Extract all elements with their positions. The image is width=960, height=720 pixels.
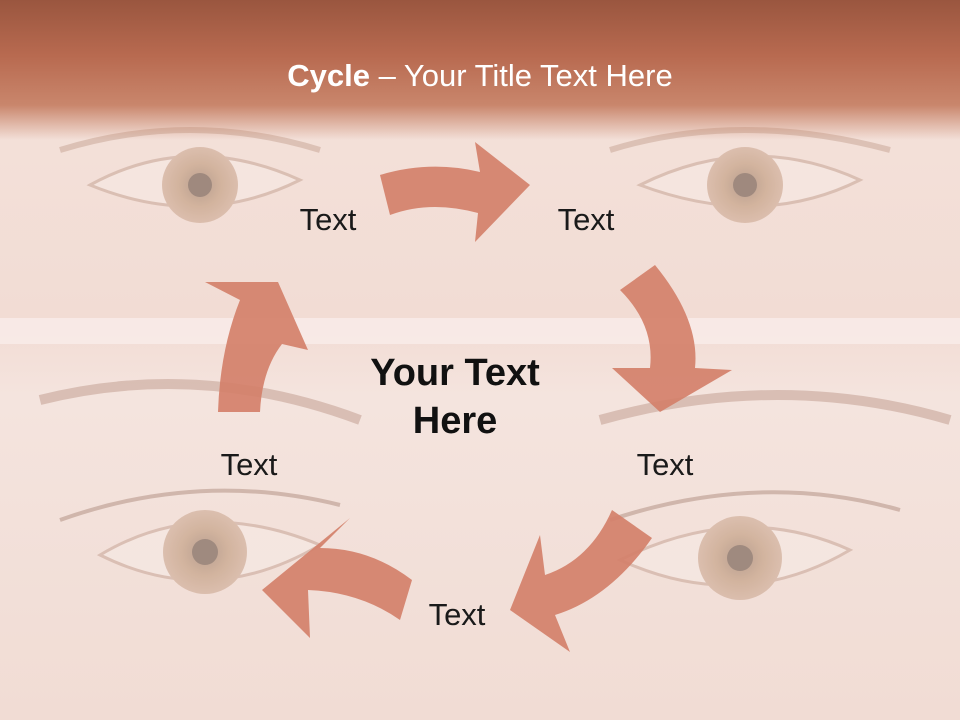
cycle-node-bottom: Text xyxy=(428,597,486,632)
cycle-arrow-4 xyxy=(262,518,412,638)
cycle-node-top-right: Text xyxy=(557,202,615,237)
cycle-arrow-3 xyxy=(510,510,652,652)
cycle-node-left: Text xyxy=(220,447,278,482)
title-bold: Cycle xyxy=(287,58,370,93)
center-text-line1: Your Text xyxy=(370,352,540,394)
cycle-arrow-2 xyxy=(612,265,732,412)
center-text: Your Text Here xyxy=(325,349,585,445)
center-text-line2: Here xyxy=(412,400,498,442)
title-rest: – Your Title Text Here xyxy=(370,58,673,93)
cycle-arrow-1 xyxy=(380,142,530,242)
cycle-node-right: Text xyxy=(636,447,694,482)
slide-title: Cycle – Your Title Text Here xyxy=(0,52,960,100)
cycle-node-top-left: Text xyxy=(299,202,357,237)
title-band xyxy=(0,0,960,140)
cycle-arrow-5 xyxy=(205,282,308,412)
